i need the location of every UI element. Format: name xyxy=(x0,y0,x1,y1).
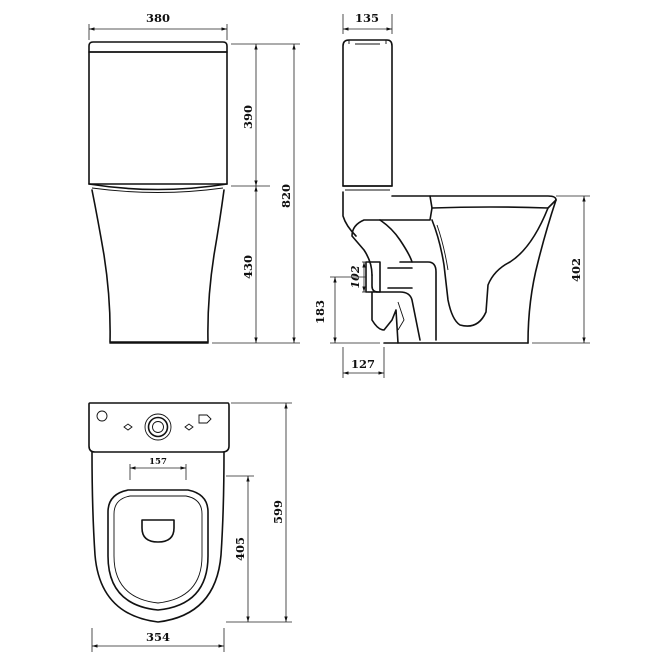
pan-height-label: 430 xyxy=(241,255,255,279)
side-view xyxy=(342,39,557,344)
side-tank-width-label: 135 xyxy=(355,11,379,25)
dim-front-heights: 390 430 820 xyxy=(212,43,300,344)
bowl-depth-label: 405 xyxy=(233,537,247,561)
cistern-height-label: 390 xyxy=(241,105,255,129)
fixing-holes-label: 157 xyxy=(149,457,167,467)
total-depth-label: 599 xyxy=(271,500,285,524)
dim-plan: 599 405 354 xyxy=(91,402,292,652)
plan-view: 157 xyxy=(88,402,230,623)
front-width-label: 380 xyxy=(146,11,170,25)
base-width-label: 354 xyxy=(146,630,170,644)
dim-side: 135 402 102 183 127 xyxy=(313,11,590,378)
outlet-height-label: 183 xyxy=(313,300,327,324)
outlet-setback-label: 127 xyxy=(351,357,375,371)
seat-height-label: 402 xyxy=(569,258,583,282)
dim-front-width: 380 xyxy=(88,11,228,40)
front-view xyxy=(88,41,228,344)
total-height-label: 820 xyxy=(279,184,293,208)
